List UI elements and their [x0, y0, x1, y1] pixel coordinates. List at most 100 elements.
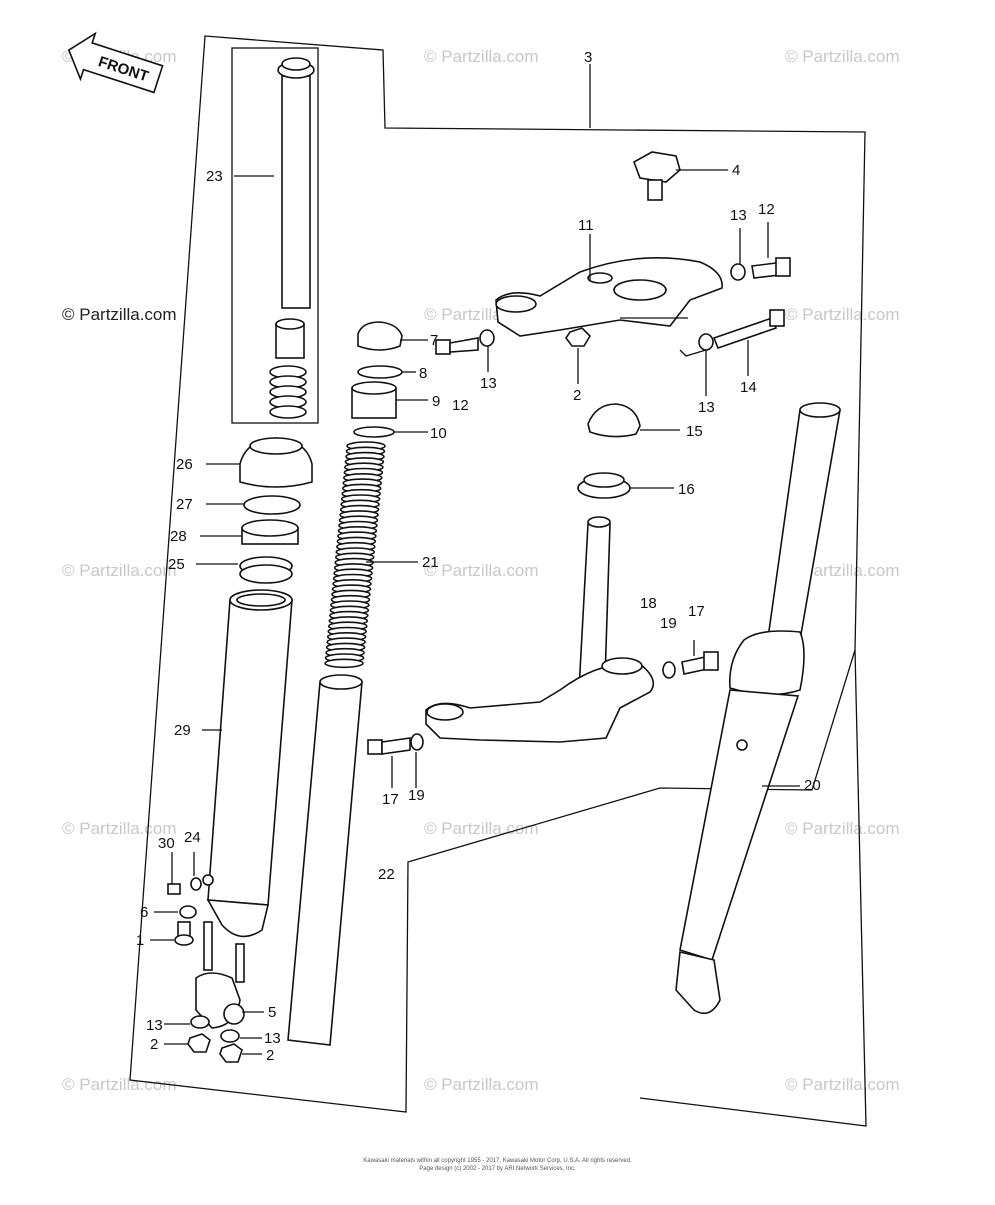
label-25: 25: [168, 556, 185, 573]
bolt-17-right: [681, 651, 719, 675]
front-arrow: FRONT: [67, 31, 164, 94]
part-labels: 3 4 11 13 12 23 7 8 9 10 13 12 2 13 14 1…: [136, 49, 821, 1064]
washer-13-c: [698, 333, 714, 351]
spacer-9: [351, 381, 397, 419]
label-13-clamp-right: 13: [264, 1030, 281, 1047]
watermark: © Partzilla.com: [424, 561, 539, 580]
right-outline: [639, 649, 867, 1127]
washer-13-b: [730, 263, 746, 281]
label-8: 8: [419, 365, 427, 382]
ring-8: [357, 365, 403, 379]
outer-tube-left: [202, 589, 293, 938]
label-11: 11: [578, 217, 594, 234]
label-22: 22: [378, 866, 395, 883]
label-9: 9: [432, 393, 440, 410]
inner-tube: [277, 57, 315, 309]
stud-b: [235, 943, 245, 983]
nut-2-b: [219, 1043, 243, 1063]
leader-lines: [150, 64, 800, 1055]
upper-triple-clamp: [495, 256, 723, 337]
cap-7: [357, 321, 403, 351]
stud-a: [203, 921, 213, 971]
axle-clamp: [195, 972, 245, 1029]
washer-19-left: [410, 733, 424, 751]
watermark: © Partzilla.com: [424, 47, 539, 66]
label-23: 23: [206, 168, 223, 185]
bolt-30: [167, 883, 181, 895]
bolt-12-right: [751, 257, 791, 279]
oil-seal: [241, 519, 299, 545]
label-5: 5: [268, 1004, 276, 1021]
steering-bearing: [577, 472, 631, 499]
watermark: © Partzilla.com: [785, 1075, 900, 1094]
cap-bolt: [633, 151, 681, 201]
label-27: 27: [176, 496, 193, 513]
label-19-left: 19: [408, 787, 425, 804]
label-13-clamp-left: 13: [146, 1017, 163, 1034]
retaining-ring: [243, 495, 301, 515]
label-12-top: 12: [758, 201, 775, 218]
label-16: 16: [678, 481, 695, 498]
assembly-outline: [129, 35, 866, 1113]
bolt-14: [712, 309, 785, 350]
label-24: 24: [184, 829, 201, 846]
inner-tube-kit-box: [231, 47, 319, 424]
rebound-spring: [269, 365, 307, 419]
watermark: © Partzilla.com: [424, 1075, 539, 1094]
washer-10: [353, 426, 395, 438]
copyright-line-2: Page design (c) 2002 - 2017 by ARI Netwo…: [419, 1166, 576, 1172]
label-13-left: 13: [480, 375, 497, 392]
label-26: 26: [176, 456, 193, 473]
label-4: 4: [732, 162, 740, 179]
watermark: © Partzilla.com: [785, 819, 900, 838]
spring-coil: [324, 658, 364, 669]
watermark: © Partzilla.com: [785, 47, 900, 66]
dust-seal: [239, 437, 313, 488]
bolt-12-left: [435, 337, 479, 355]
label-1: 1: [136, 932, 144, 949]
watermark: © Partzilla.com: [62, 561, 177, 580]
front-arrow-icon: [67, 31, 164, 94]
label-13-right: 13: [698, 399, 715, 416]
label-14: 14: [740, 379, 757, 396]
fork-spring: [324, 441, 386, 669]
washer-13-a: [479, 329, 495, 347]
piston-ring: [275, 318, 305, 359]
bolt-1: [174, 921, 194, 946]
washer-24: [190, 877, 202, 891]
label-29: 29: [174, 722, 191, 739]
watermark-main: © Partzilla.com: [62, 305, 177, 324]
washer-6: [179, 905, 197, 919]
nut-2-a: [187, 1033, 211, 1053]
label-17-right: 17: [688, 603, 705, 620]
watermark: © Partzilla.com: [62, 1075, 177, 1094]
label-6: 6: [140, 904, 148, 921]
damper-tube: [287, 674, 363, 1046]
label-28: 28: [170, 528, 187, 545]
washer-19-right: [662, 661, 676, 679]
washer-13-e: [220, 1029, 240, 1043]
label-17-left: 17: [382, 791, 399, 808]
label-7: 7: [430, 332, 438, 349]
washer-13-d: [190, 1015, 210, 1029]
label-20: 20: [804, 777, 821, 794]
label-15: 15: [686, 423, 703, 440]
outer-fork-right: [675, 402, 841, 1015]
steering-stem-cap: [587, 403, 641, 438]
label-18: 18: [640, 595, 657, 612]
bolt-17-left: [367, 737, 411, 755]
label-12-left: 12: [452, 397, 469, 414]
label-30: 30: [158, 835, 175, 852]
copyright-footer: Kawasaki materials within all copyright …: [0, 1157, 995, 1173]
label-2-clamp-left: 2: [150, 1036, 158, 1053]
label-3: 3: [584, 49, 592, 66]
label-21: 21: [422, 554, 439, 571]
copyright-line-1: Kawasaki materials within all copyright …: [363, 1158, 632, 1164]
label-19-right: 19: [660, 615, 677, 632]
label-2-clamp-right: 2: [266, 1047, 274, 1064]
washer-25: [239, 556, 293, 584]
label-13-top: 13: [730, 207, 747, 224]
nut-2-upper: [565, 327, 592, 347]
